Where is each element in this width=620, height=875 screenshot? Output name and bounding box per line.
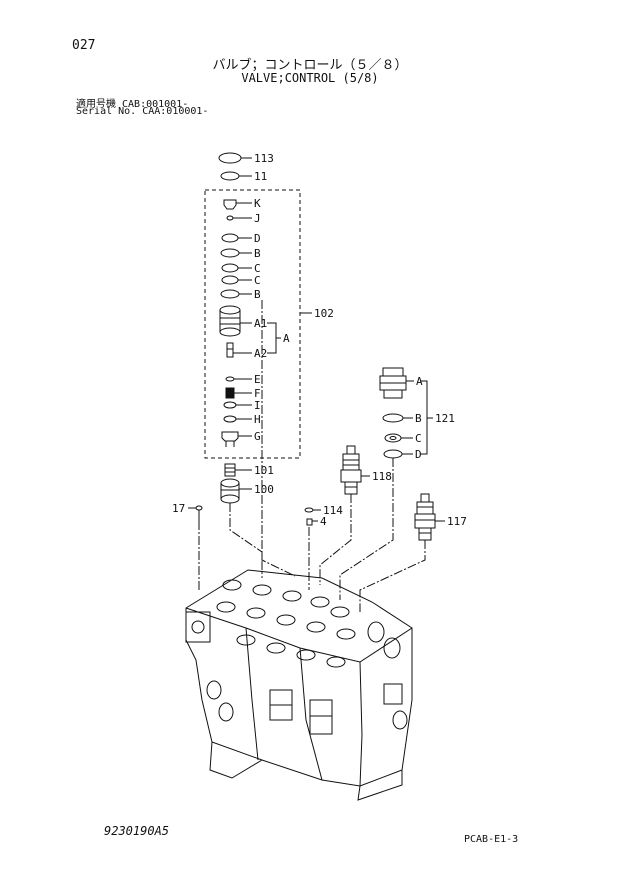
callout-B-lower: B [254,288,261,301]
part-F-spring [225,387,252,399]
part-11-ring [220,171,252,181]
callout-100: 100 [254,483,274,496]
part-C-ring-1 [221,263,252,273]
callout-E: E [254,373,261,386]
part-B-ring-upper [220,248,252,258]
callout-11: 11 [254,170,267,183]
title-japanese: バルブ；コントロール（５／８） [212,58,408,73]
callout-A: A [283,332,290,345]
part-17-plug [188,505,203,521]
callout-102: 102 [314,307,334,320]
callout-121-D: D [415,448,422,461]
callout-4: 4 [320,515,327,528]
assembly-102-box [204,189,301,459]
callout-H: H [254,413,261,426]
callout-I: I [254,399,261,412]
part-E-washer [225,376,252,382]
part-A2-pin [226,342,252,358]
callout-J: J [254,212,261,225]
bracket-121 [420,380,433,455]
part-100-spool [220,478,252,504]
callout-C-1: C [254,262,261,275]
callout-113: 113 [254,152,274,165]
part-4-plug [306,518,318,526]
part-D-ring [221,233,252,243]
callout-17: 17 [172,502,185,515]
document-number: 9230190A5 [104,824,170,838]
page-number: 027 [72,38,96,53]
callout-B-upper: B [254,247,261,260]
bracket-A [267,322,281,354]
part-I-ring [223,401,252,409]
callout-101: 101 [254,464,274,477]
sheet-code: PCAB-E1-3 [464,834,519,845]
serial-line-2: Serial No. CAA:010001- [76,106,209,117]
callout-117: 117 [447,515,467,528]
callout-121-A: A [416,375,423,388]
part-117-relief-valve [414,493,445,541]
part-G-plug [221,431,252,447]
callout-121-B: B [415,412,422,425]
part-H-ring [223,415,252,423]
serial-line-1: 適用号機 CAB:001001- [76,99,189,110]
part-B-ring-lower [220,289,252,299]
part-118-relief-valve [340,445,370,495]
title-english: VALVE;CONTROL (5/8) [241,71,379,85]
control-valve-body [185,569,413,801]
part-121-A-valve-body [379,367,414,399]
part-A1-spool [219,305,252,337]
callout-A1: A1 [254,317,267,330]
callout-114: 114 [323,504,343,517]
callout-G: G [254,430,261,443]
part-101-spring [224,463,252,477]
callout-C-2: C [254,274,261,287]
part-K-plug [223,199,252,210]
part-121-D-oring [383,449,413,459]
part-121-C-washer [384,433,413,443]
installation-lines [198,300,426,612]
part-121-B-oring [382,413,413,423]
part-114-oring [304,507,321,513]
callout-121-C: C [415,432,422,445]
part-113-oring [218,152,252,164]
callout-118: 118 [372,470,392,483]
callout-D: D [254,232,261,245]
part-J-pin [226,215,252,221]
callout-K: K [254,197,261,210]
callout-F: F [254,387,261,400]
part-C-ring-2 [221,275,252,285]
callout-121: 121 [435,412,455,425]
callout-A2: A2 [254,347,267,360]
